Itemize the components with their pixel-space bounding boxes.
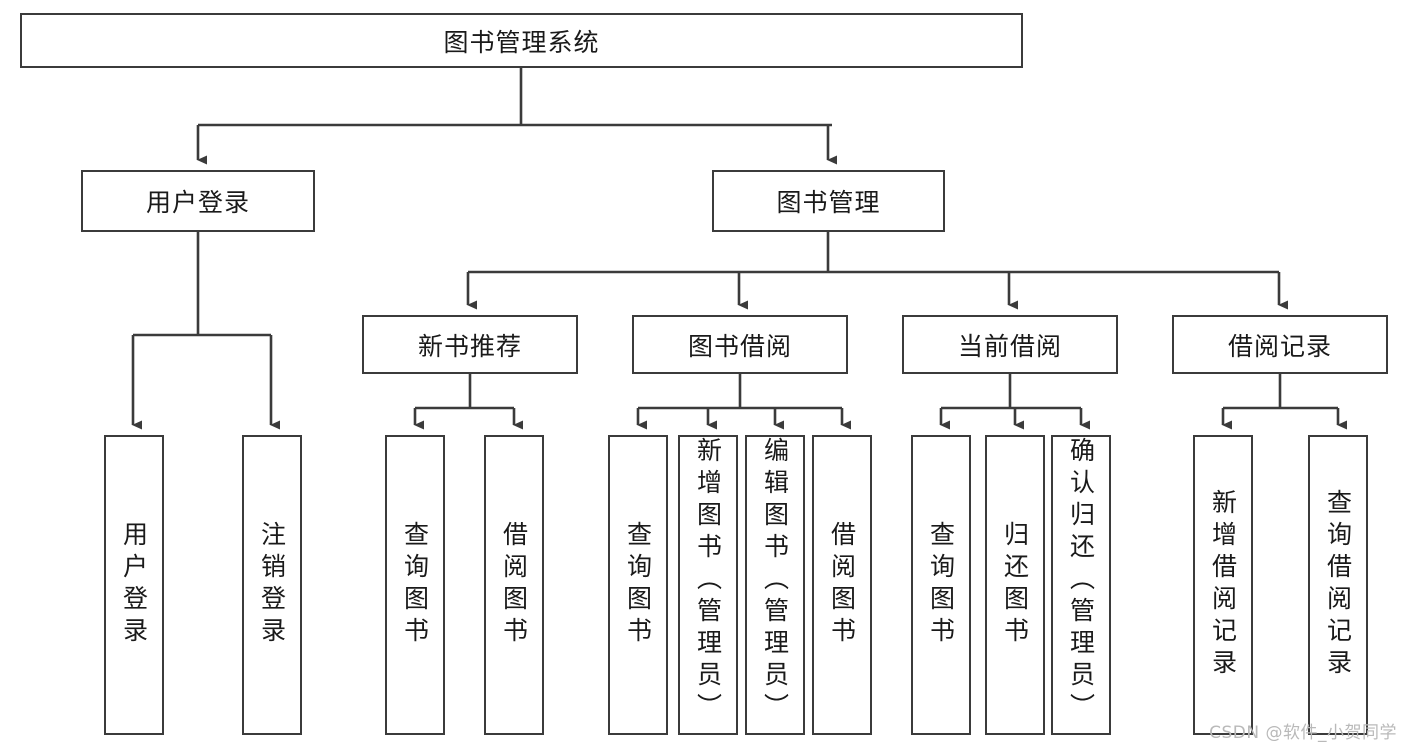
leaf-query-borrow-record-label: 查询借阅记录 <box>1323 489 1353 681</box>
node-new-book-recommend[interactable]: 新书推荐 <box>362 315 578 374</box>
node-current-borrow-label: 当前借阅 <box>957 331 1062 361</box>
leaf-user-login[interactable]: 用户登录 <box>104 435 164 735</box>
leaf-return-book-label: 归还图书 <box>1000 521 1030 649</box>
node-borrow-record-label: 借阅记录 <box>1227 331 1332 361</box>
leaf-query-book-current-label: 查询图书 <box>926 521 956 649</box>
node-book-management[interactable]: 图书管理 <box>712 170 945 232</box>
node-user-login[interactable]: 用户登录 <box>81 170 315 232</box>
leaf-borrow-book-recommend-label: 借阅图书 <box>499 521 529 649</box>
node-user-login-label: 用户登录 <box>145 188 250 217</box>
node-borrow-record[interactable]: 借阅记录 <box>1172 315 1388 374</box>
watermark-text: CSDN @软件_小贺同学 <box>1209 723 1397 743</box>
node-book-borrow[interactable]: 图书借阅 <box>632 315 848 374</box>
node-root-label: 图书管理系统 <box>443 27 600 57</box>
leaf-query-book-borrow[interactable]: 查询图书 <box>608 435 668 735</box>
node-book-management-label: 图书管理 <box>776 188 881 217</box>
leaf-borrow-book[interactable]: 借阅图书 <box>812 435 872 735</box>
leaf-logout[interactable]: 注销登录 <box>242 435 302 735</box>
leaf-add-borrow-record-label: 新增借阅记录 <box>1208 489 1238 681</box>
leaf-return-book[interactable]: 归还图书 <box>985 435 1045 735</box>
leaf-add-book-admin[interactable]: 新增图书（管理员） <box>678 435 738 735</box>
leaf-edit-book-admin-label: 编辑图书（管理员） <box>760 437 790 725</box>
leaf-query-book-borrow-label: 查询图书 <box>623 521 653 649</box>
leaf-confirm-return-admin-label: 确认归还（管理员） <box>1066 437 1096 725</box>
node-book-borrow-label: 图书借阅 <box>687 331 792 361</box>
leaf-borrow-book-recommend[interactable]: 借阅图书 <box>484 435 544 735</box>
leaf-logout-label: 注销登录 <box>257 521 287 649</box>
leaf-user-login-label: 用户登录 <box>119 521 149 649</box>
leaf-confirm-return-admin[interactable]: 确认归还（管理员） <box>1051 435 1111 735</box>
node-root[interactable]: 图书管理系统 <box>20 13 1023 68</box>
node-current-borrow[interactable]: 当前借阅 <box>902 315 1118 374</box>
leaf-borrow-book-label: 借阅图书 <box>827 521 857 649</box>
leaf-add-borrow-record[interactable]: 新增借阅记录 <box>1193 435 1253 735</box>
leaf-query-book-current[interactable]: 查询图书 <box>911 435 971 735</box>
leaf-query-book-recommend[interactable]: 查询图书 <box>385 435 445 735</box>
node-new-book-recommend-label: 新书推荐 <box>417 331 522 361</box>
leaf-query-book-recommend-label: 查询图书 <box>400 521 430 649</box>
leaf-edit-book-admin[interactable]: 编辑图书（管理员） <box>745 435 805 735</box>
leaf-query-borrow-record[interactable]: 查询借阅记录 <box>1308 435 1368 735</box>
leaf-add-book-admin-label: 新增图书（管理员） <box>693 437 723 725</box>
